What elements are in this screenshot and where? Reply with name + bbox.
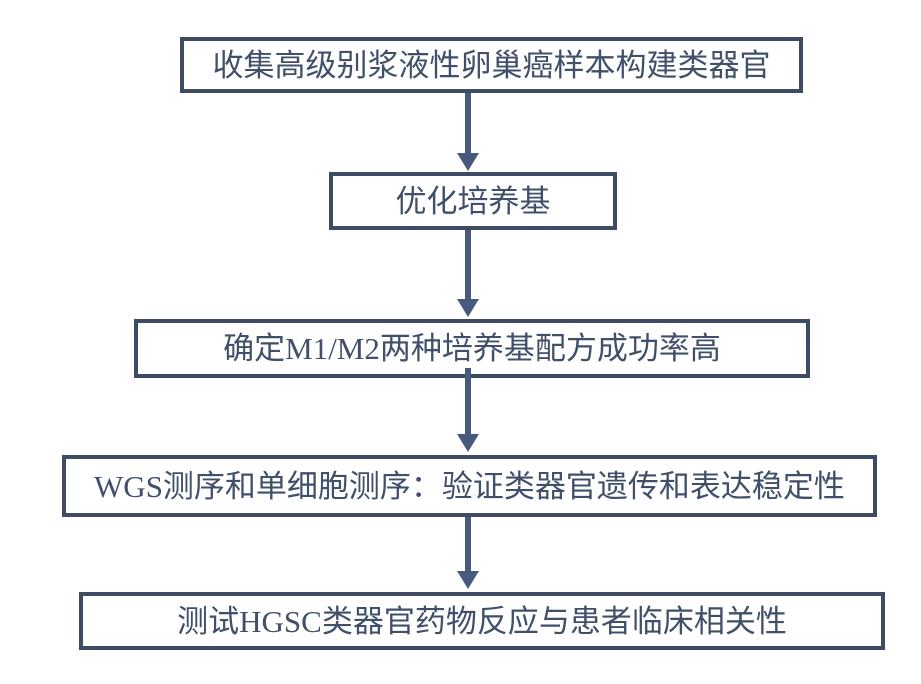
arrow-down-2 bbox=[457, 230, 479, 317]
arrowhead-icon bbox=[457, 571, 479, 589]
node-m1-m2-medium-success: 确定M1/M2两种培养基配方成功率高 bbox=[134, 319, 810, 378]
node-collect-hgsc-samples: 收集高级别浆液性卵巢癌样本构建类器官 bbox=[180, 37, 803, 93]
arrowhead-icon bbox=[457, 434, 479, 452]
arrow-shaft bbox=[465, 517, 471, 571]
node-wgs-single-cell-sequencing: WGS测序和单细胞测序：验证类器官遗传和表达稳定性 bbox=[62, 455, 877, 517]
arrow-down-3 bbox=[457, 368, 479, 452]
arrowhead-icon bbox=[457, 299, 479, 317]
arrow-shaft bbox=[465, 368, 471, 434]
arrow-down-4 bbox=[457, 517, 479, 589]
arrow-shaft bbox=[465, 93, 471, 153]
arrowhead-icon bbox=[457, 153, 479, 171]
arrow-down-1 bbox=[457, 93, 479, 171]
node-optimize-culture-medium: 优化培养基 bbox=[329, 172, 617, 230]
arrow-shaft bbox=[465, 230, 471, 299]
node-drug-response-clinical-correlation: 测试HGSC类器官药物反应与患者临床相关性 bbox=[79, 592, 885, 650]
